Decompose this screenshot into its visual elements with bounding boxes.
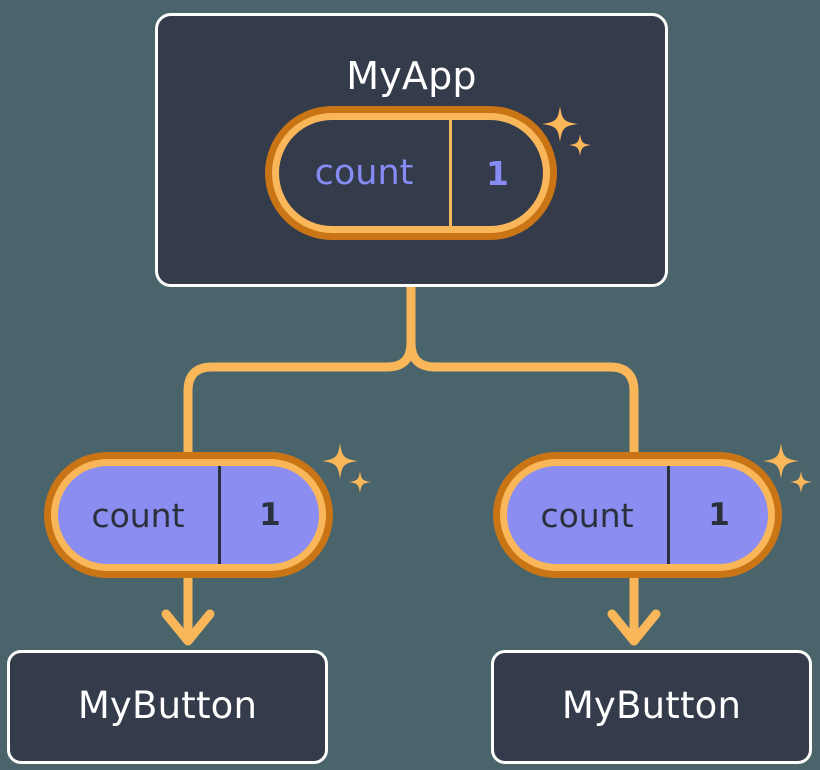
state-pill-ring: count 1 xyxy=(500,459,775,571)
state-key: count xyxy=(314,153,414,193)
state-pill-child-right[interactable]: count 1 xyxy=(493,452,782,578)
component-title: MyButton xyxy=(561,684,742,727)
component-card-mybutton-right[interactable]: MyButton xyxy=(491,650,812,764)
component-title: MyApp xyxy=(346,54,477,98)
state-pill-child-left[interactable]: count 1 xyxy=(44,452,333,578)
state-pill-ring: count 1 xyxy=(272,113,550,233)
arrow-down-icon-right xyxy=(607,572,661,646)
state-pill-face: count 1 xyxy=(279,120,543,226)
state-pill-face: count 1 xyxy=(507,466,768,564)
state-key: count xyxy=(91,495,185,535)
state-value: 1 xyxy=(218,466,319,564)
tree-branch-connector xyxy=(183,282,416,460)
state-key: count xyxy=(540,495,634,535)
tree-branch-connector-right xyxy=(406,338,639,460)
state-pill-face: count 1 xyxy=(58,466,319,564)
state-value: 1 xyxy=(449,120,543,226)
state-value: 1 xyxy=(667,466,768,564)
component-card-mybutton-left[interactable]: MyButton xyxy=(7,650,328,764)
state-pill-root[interactable]: count 1 xyxy=(265,106,557,240)
component-title: MyButton xyxy=(77,684,258,727)
arrow-down-icon-left xyxy=(161,572,215,646)
state-pill-ring: count 1 xyxy=(51,459,326,571)
